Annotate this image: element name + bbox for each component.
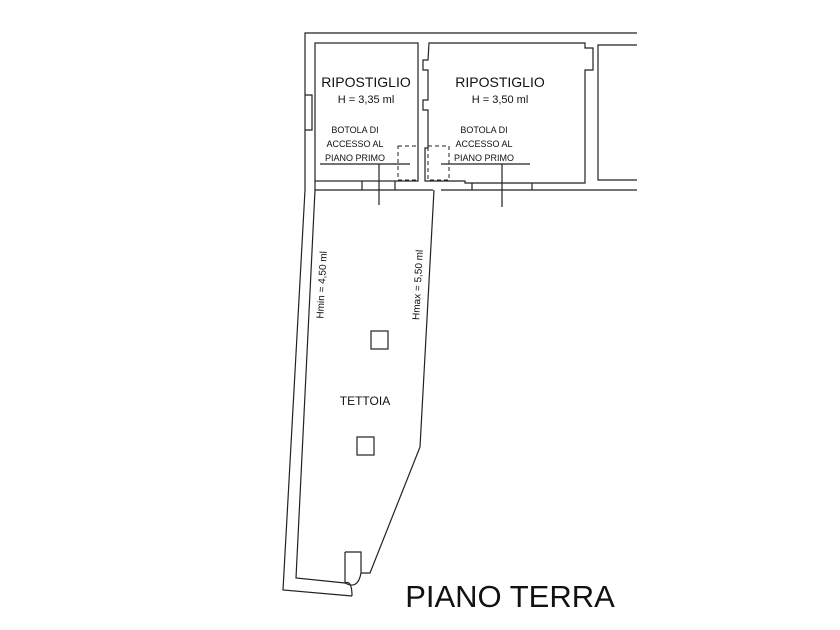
plan-title: PIANO TERRA (405, 579, 615, 614)
room-left-outline (314, 42, 419, 182)
pillar (356, 436, 375, 456)
trapdoor-left (397, 145, 419, 181)
tettoia-hmax: Hmax = 5,50 ml (411, 249, 426, 320)
room-right-note-3: PIANO PRIMO (454, 153, 514, 163)
room-right-height: H = 3,50 ml (472, 94, 529, 106)
pillars (356, 330, 389, 456)
tettoia-label: TETTOIA (340, 394, 390, 408)
leader-lines (320, 163, 530, 207)
trapdoor-right (427, 145, 450, 181)
room-left-note-2: ACCESSO AL (326, 139, 383, 149)
room-right-note-2: ACCESSO AL (455, 139, 512, 149)
room-right-note-1: BOTOLA DI (460, 125, 507, 135)
tettoia-hmin: Hmin = 4,50 ml (315, 251, 330, 319)
room-left-name: RIPOSTIGLIO (321, 74, 411, 90)
room-left-note-1: BOTOLA DI (331, 125, 378, 135)
room-left-height: H = 3,35 ml (338, 94, 395, 106)
room-right-outline (422, 42, 594, 184)
pillar (370, 330, 389, 350)
walls (282, 32, 637, 597)
room-right-name: RIPOSTIGLIO (455, 74, 545, 90)
trapdoors (397, 145, 450, 181)
room-left-note-3: PIANO PRIMO (325, 153, 385, 163)
